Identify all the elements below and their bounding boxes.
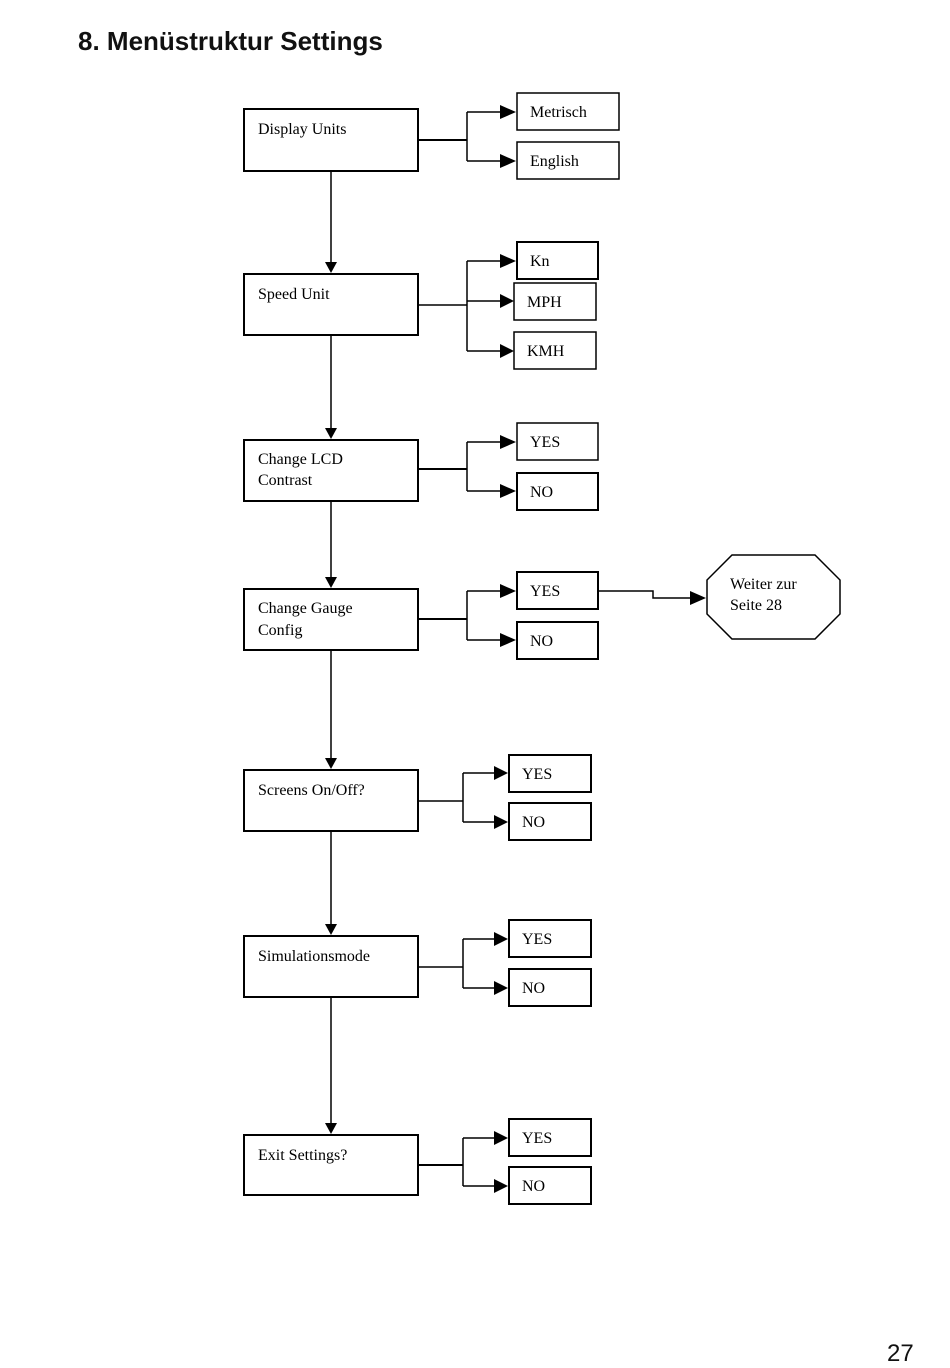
option-label: YES	[530, 434, 560, 451]
continuation-line: Weiter zur	[730, 576, 797, 593]
option-label: Kn	[530, 253, 550, 270]
menu-item-label: Config	[258, 622, 302, 639]
menu-item-label: Change Gauge	[258, 600, 353, 617]
option-no-lcd: NO	[517, 473, 598, 510]
menu-item-display-units: Display Units	[244, 105, 516, 171]
option-label: NO	[522, 1178, 545, 1195]
option-mph: MPH	[514, 283, 596, 320]
option-label: YES	[522, 931, 552, 948]
option-label: YES	[522, 1130, 552, 1147]
option-yes-gauge: YES	[517, 572, 598, 609]
option-no-screens: NO	[509, 803, 591, 840]
continuation-line: Seite 28	[730, 597, 782, 614]
option-label: YES	[530, 583, 560, 600]
option-no-simulation: NO	[509, 969, 591, 1006]
menu-item-exit-settings: Exit Settings?	[244, 1131, 508, 1195]
option-label: MPH	[527, 294, 562, 311]
option-label: YES	[522, 766, 552, 783]
menu-item-label: Display Units	[258, 121, 346, 138]
option-english: English	[517, 142, 619, 179]
option-kn: Kn	[517, 242, 598, 279]
menu-item-label: Change LCD	[258, 451, 343, 468]
option-yes-screens: YES	[509, 755, 591, 792]
continuation-octagon: Weiter zur Seite 28	[707, 555, 840, 639]
option-label: NO	[530, 484, 553, 501]
option-metrisch: Metrisch	[517, 93, 619, 130]
option-yes-lcd: YES	[517, 423, 598, 460]
menu-item-label: Screens On/Off?	[258, 782, 365, 799]
menu-item-screens-on-off: Screens On/Off?	[244, 766, 508, 831]
menu-item-label: Contrast	[258, 472, 313, 489]
menu-item-speed-unit: Speed Unit	[244, 254, 516, 358]
option-no-exit: NO	[509, 1167, 591, 1204]
menu-item-label: Simulationsmode	[258, 948, 370, 965]
menu-item-label: Exit Settings?	[258, 1147, 347, 1164]
option-label: English	[530, 153, 579, 170]
menu-item-change-lcd-contrast: Change LCD Contrast	[244, 435, 516, 501]
menu-item-simulationsmode: Simulationsmode	[244, 932, 508, 997]
menu-item-change-gauge-config: Change Gauge Config	[244, 584, 706, 650]
option-no-gauge: NO	[517, 622, 598, 659]
option-yes-simulation: YES	[509, 920, 591, 957]
option-yes-exit: YES	[509, 1119, 591, 1156]
option-label: Metrisch	[530, 104, 587, 121]
menu-item-label: Speed Unit	[258, 286, 330, 303]
option-kmh: KMH	[514, 332, 596, 369]
option-label: KMH	[527, 343, 565, 360]
page-number: 27	[887, 1340, 914, 1368]
option-label: NO	[522, 814, 545, 831]
option-label: NO	[522, 980, 545, 997]
option-label: NO	[530, 633, 553, 650]
